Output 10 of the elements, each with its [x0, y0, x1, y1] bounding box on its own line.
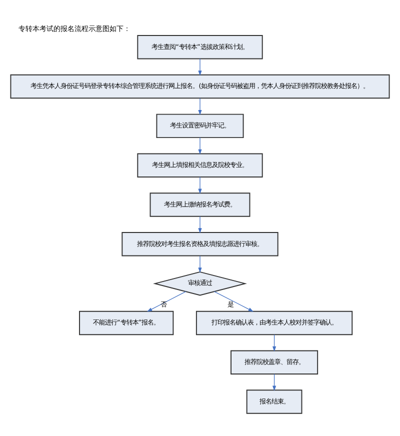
arrow — [198, 137, 202, 155]
arrow — [146, 291, 186, 312]
arrow — [198, 58, 202, 76]
arrow — [272, 334, 276, 352]
arrow — [198, 216, 202, 234]
arrow — [198, 256, 202, 273]
arrow — [272, 374, 276, 391]
arrow — [214, 291, 254, 312]
arrow — [198, 98, 202, 116]
arrow — [198, 176, 202, 194]
